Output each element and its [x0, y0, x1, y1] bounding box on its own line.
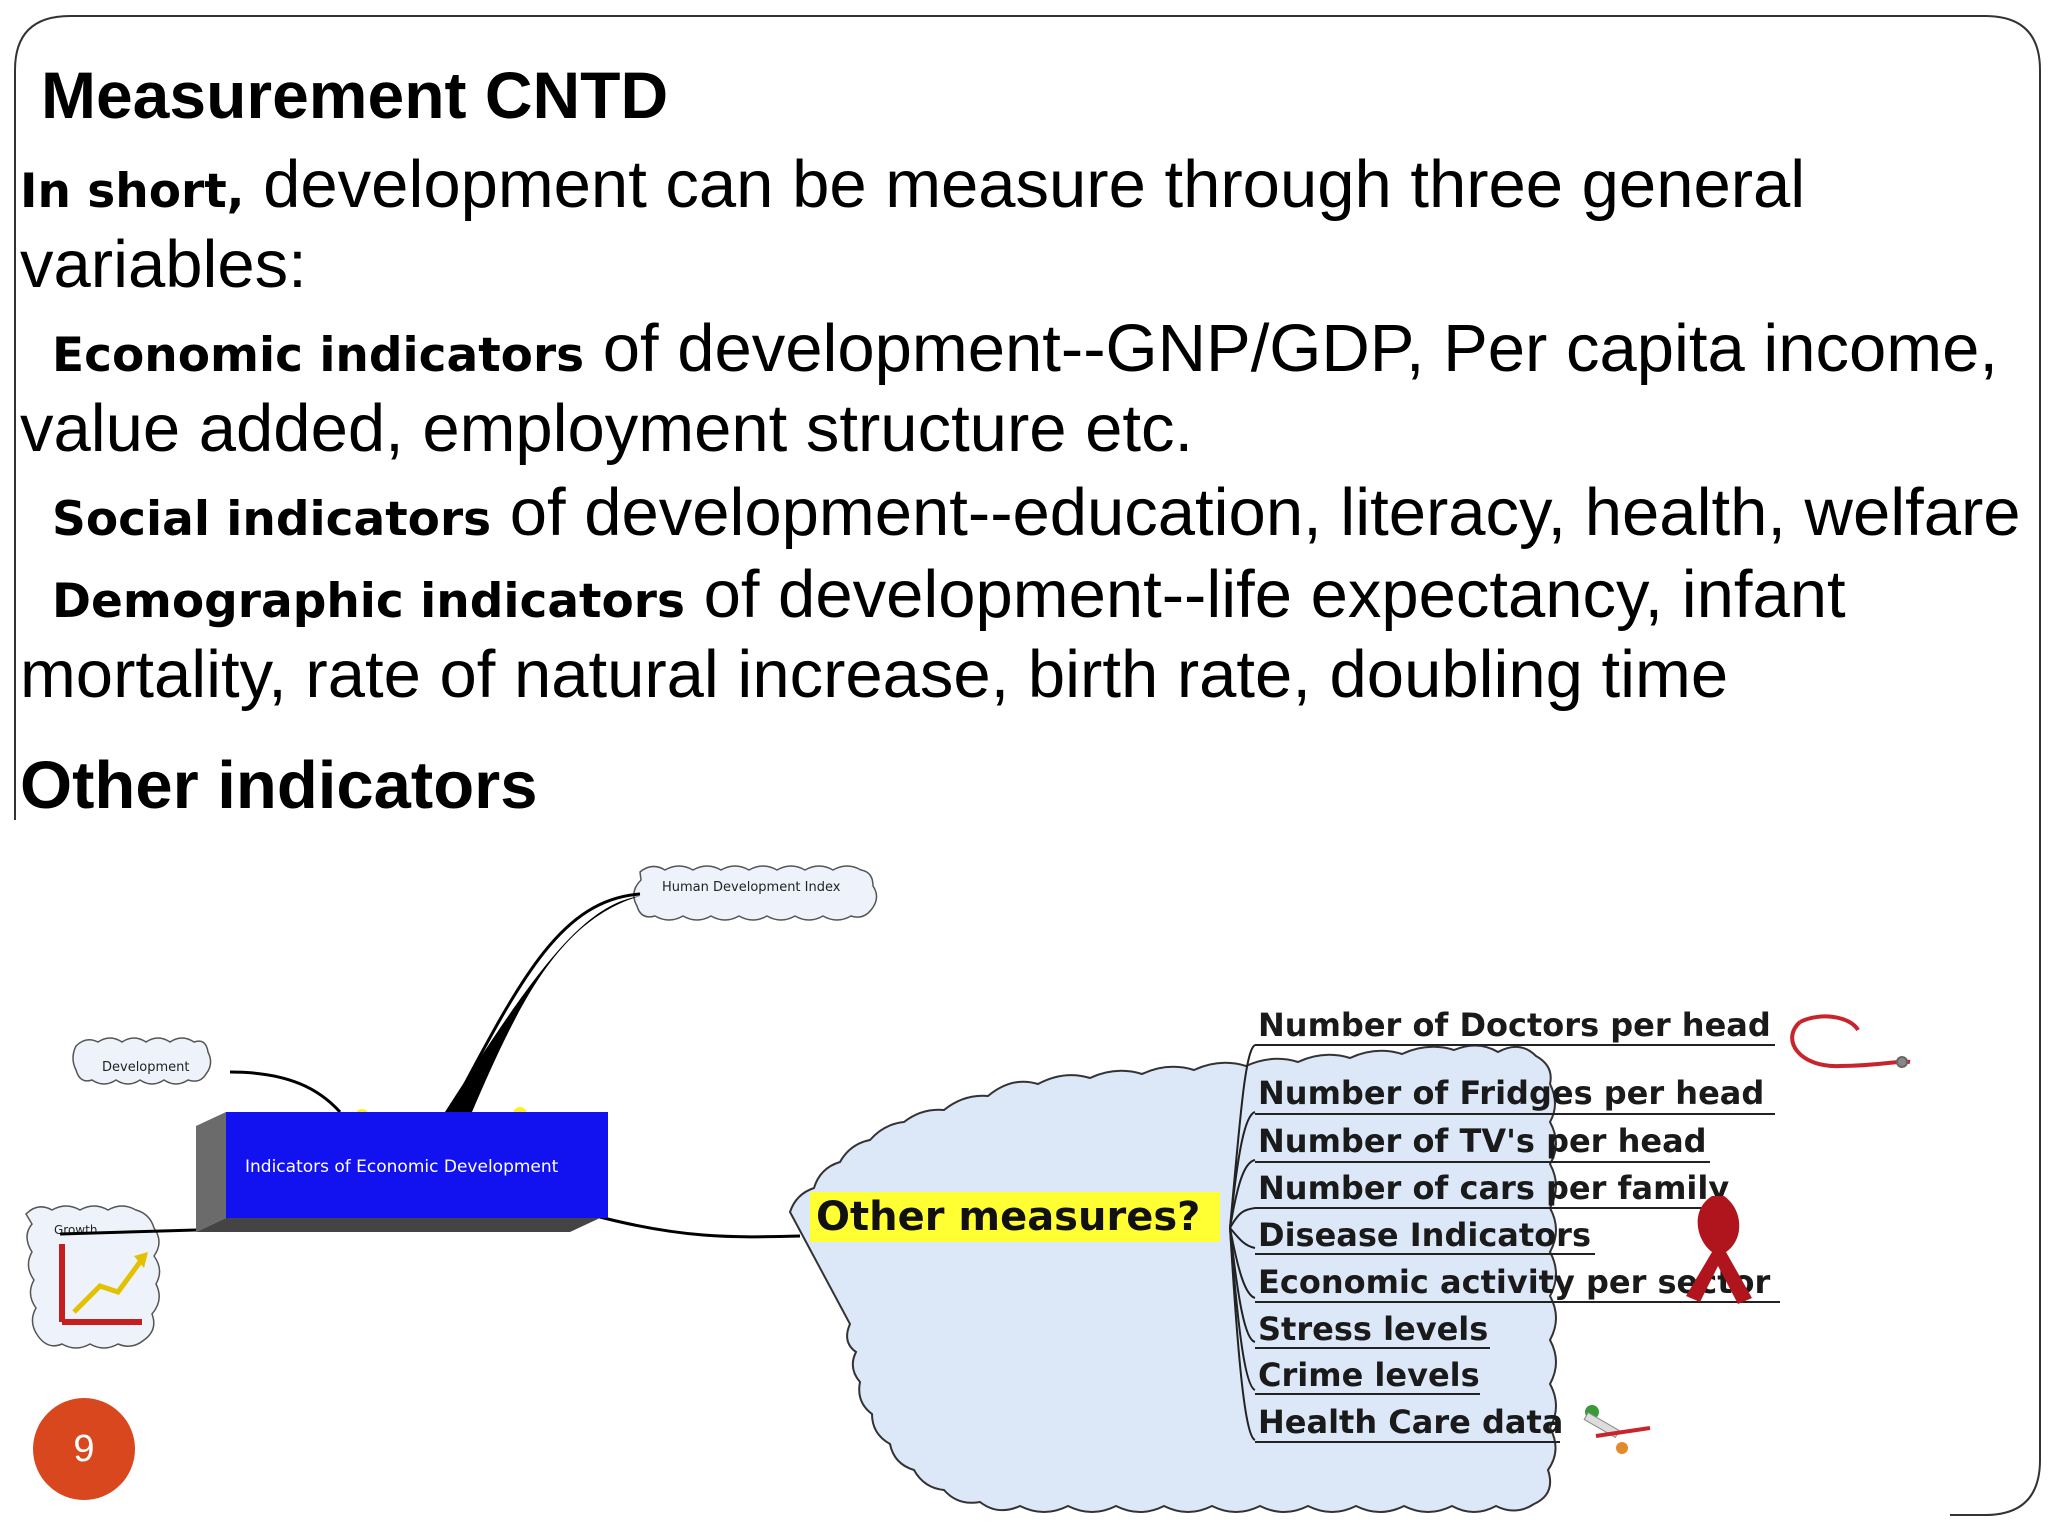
stethoscope-icon	[1790, 1014, 1911, 1069]
measure-item: Number of TV's per head	[1258, 1122, 1707, 1160]
economic-text-line1: of development--GNP/GDP, Per capita inco…	[584, 311, 1998, 386]
mindmap-diagram: Human Development Index Development Grow…	[25, 865, 1911, 1513]
growth-chart-icon	[59, 1244, 148, 1325]
measure-item: Disease Indicators	[1258, 1216, 1591, 1254]
development-connector	[229, 1070, 342, 1114]
demographic-text-line1: of development--life expectancy, infant	[684, 557, 1846, 632]
slide-title: Measurement CNTD	[41, 58, 669, 132]
social-lead: Social indicators	[52, 492, 492, 547]
growth-connector	[59, 1228, 197, 1236]
awareness-ribbon-icon	[1686, 1196, 1752, 1304]
social-paragraph: Social indicators of development--educat…	[20, 473, 2021, 553]
economic-text-line2: value added, employment structure etc.	[20, 391, 1194, 467]
measure-item: Number of cars per family	[1258, 1169, 1729, 1207]
hdi-node-label: Human Development Index	[662, 880, 841, 895]
demographic-lead: Demographic indicators	[52, 574, 685, 629]
measure-item: Crime levels	[1258, 1356, 1480, 1394]
measure-item: Number of Fridges per head	[1258, 1074, 1764, 1112]
economic-lead: Economic indicators	[52, 328, 585, 383]
measure-item: Economic activity per sector	[1258, 1263, 1770, 1301]
social-text-line1: of development--education, literacy, hea…	[491, 475, 2021, 550]
intro-text-line1: development can be measure through three…	[244, 147, 1806, 222]
page-number-badge: 9	[33, 1398, 135, 1500]
center-box-label: Indicators of Economic Development	[245, 1157, 559, 1177]
intro-paragraph: In short, development can be measure thr…	[20, 145, 2020, 306]
demographic-text-line2: mortality, rate of natural increase, bir…	[20, 637, 1729, 713]
other-indicators-heading: Other indicators	[20, 748, 538, 823]
hdi-connector-wedge	[445, 896, 640, 1112]
measure-branches	[1229, 1044, 1256, 1441]
other-measures-label: Other measures?	[816, 1194, 1200, 1240]
other-measures-highlight	[810, 1192, 1220, 1242]
hdi-connector	[448, 892, 641, 1113]
development-cloud	[72, 1037, 212, 1085]
health-care-icon	[1583, 1405, 1651, 1454]
measure-item: Number of Doctors per head	[1258, 1006, 1771, 1044]
intro-lead: In short,	[20, 164, 245, 219]
other-measures-connector	[595, 1214, 801, 1239]
demographic-paragraph: Demographic indicators of development--l…	[20, 555, 2020, 716]
economic-paragraph: Economic indicators of development--GNP/…	[20, 309, 2020, 470]
center-box: Indicators of Economic Development	[196, 1112, 608, 1232]
measure-item: Health Care data	[1258, 1403, 1563, 1441]
measure-item: Stress levels	[1258, 1310, 1488, 1348]
development-node-label: Development	[102, 1060, 190, 1075]
measure-underlines	[1255, 1044, 1780, 1443]
hdi-cloud	[633, 865, 878, 921]
intro-text-line2: variables:	[20, 227, 307, 303]
